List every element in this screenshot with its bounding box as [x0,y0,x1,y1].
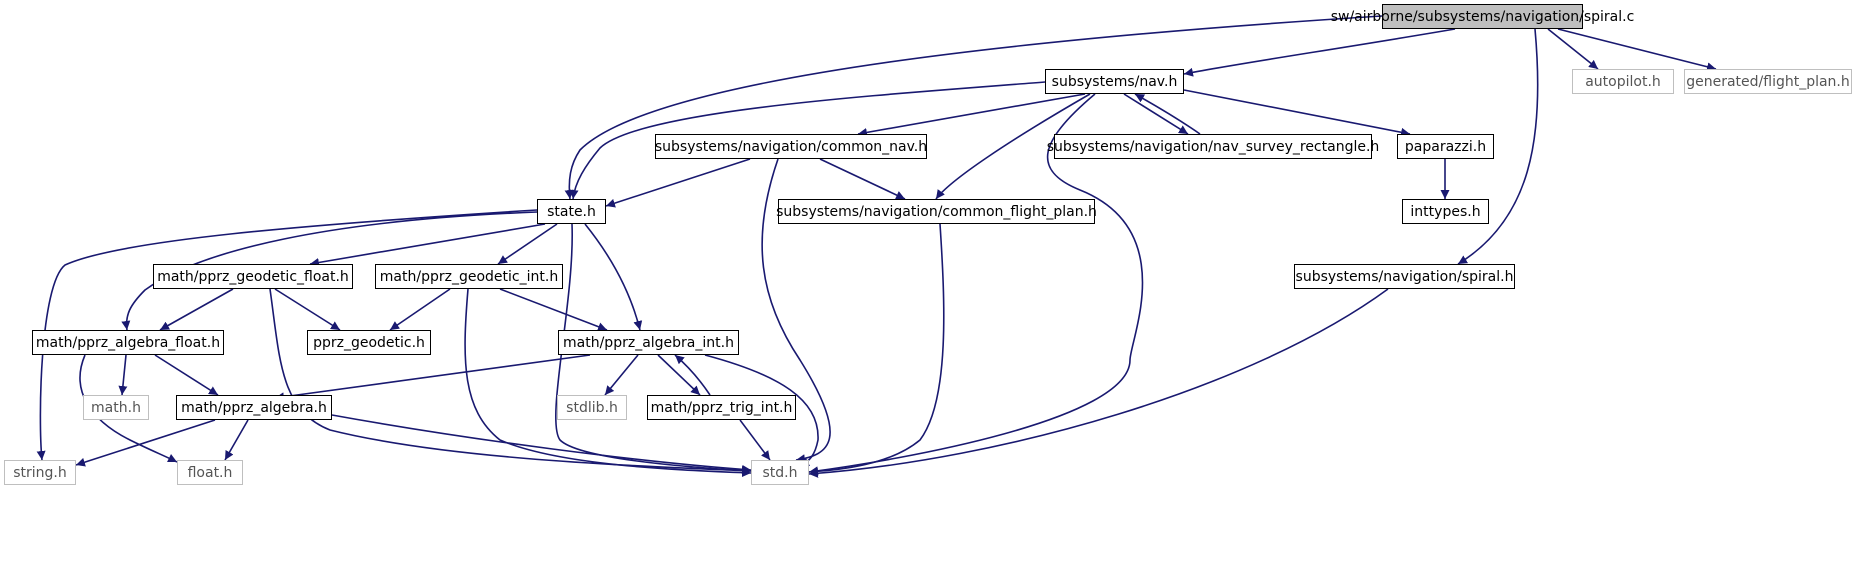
node-pprz-geodetic-h[interactable]: pprz_geodetic.h [307,330,431,355]
edge-alg-to-float [224,419,249,461]
edge-survey-to-nav [1134,93,1201,135]
edge-alg_int-to-alg [274,354,591,402]
edge-alg_int-to-stdlib [604,354,639,396]
node-common-nav-h[interactable]: subsystems/navigation/common_nav.h [655,134,927,159]
edge-state-to-string [36,209,538,461]
edge-cfp-to-std [808,223,945,476]
edge-alg_float-to-alg [154,354,219,396]
node-pprz-algebra-float-h[interactable]: math/pprz_algebra_float.h [32,330,224,355]
edge-nav-to-common_nav [857,93,1086,137]
edge-root-to-nav [1183,28,1456,77]
edge-common_nav-to-cfp [819,158,906,200]
edge-root-to-state [564,15,1383,200]
node-state-h[interactable]: state.h [537,199,606,224]
node-float-h: float.h [177,460,243,485]
edge-nav-to-survey [1123,93,1189,135]
edge-trig-to-std [739,419,771,461]
edge-nav-to-paparazzi [1183,89,1411,137]
edge-nav-to-cfp [935,93,1091,200]
edge-trig-to-alg_int [674,354,711,396]
edge-common_nav-to-state [605,158,751,208]
node-std-h: std.h [751,460,809,485]
edge-geo_int-to-alg_int [499,288,608,331]
edge-alg-to-string [75,419,216,467]
edge-geo_float-to-alg_float [159,288,234,331]
edge-geo_int-to-geodetic [389,288,451,331]
edge-geo_float-to-geodetic [274,288,341,331]
edge-alg_float-to-float [79,354,178,463]
edge-root-to-spiral_h [1457,28,1539,265]
edge-nav-to-std [808,93,1144,476]
node-pprz-trig-int-h[interactable]: math/pprz_trig_int.h [647,395,796,420]
node-pprz-algebra-h[interactable]: math/pprz_algebra.h [176,395,332,420]
node-nav-survey-rectangle-h[interactable]: subsystems/navigation/nav_survey_rectang… [1047,134,1379,159]
edge-alg-to-std [331,414,752,474]
node-spiral-c: sw/airborne/subsystems/navigation/spiral… [1331,4,1634,29]
edge-alg_float-to-math [118,354,128,396]
node-paparazzi-h[interactable]: paparazzi.h [1397,134,1494,159]
node-spiral-h[interactable]: subsystems/navigation/spiral.h [1294,264,1515,289]
node-autopilot-h: autopilot.h [1572,69,1674,94]
edge-root-to-autopilot [1547,28,1599,70]
edge-common_nav-to-std [761,158,831,464]
node-generated-flight-plan-h: generated/flight_plan.h [1684,69,1852,94]
edge-state-to-geo_int [497,223,558,265]
node-pprz-geodetic-float-h[interactable]: math/pprz_geodetic_float.h [153,264,353,289]
edge-state-to-alg_float [121,211,538,331]
node-common-flight-plan-h[interactable]: subsystems/navigation/common_flight_plan… [776,199,1097,224]
edge-geo_float-to-std [269,288,752,476]
node-pprz-algebra-int-h[interactable]: math/pprz_algebra_int.h [558,330,739,355]
edge-state-to-alg_int [584,223,643,331]
node-string-h: string.h [4,460,76,485]
node-math-h: math.h [83,395,149,420]
edge-root-to-flight_plan [1557,28,1717,72]
edge-spiral_h-to-std [808,288,1389,478]
node-nav-h[interactable]: subsystems/nav.h [1045,69,1184,94]
node-pprz-geodetic-int-h[interactable]: math/pprz_geodetic_int.h [375,264,563,289]
edge-alg_int-to-trig [657,354,701,396]
edge-state-to-geo_float [309,223,546,267]
node-inttypes-h[interactable]: inttypes.h [1402,199,1489,224]
edge-geo_int-to-std [464,288,752,478]
edge-state-to-std [554,223,752,475]
edge-nav-to-state [569,81,1046,200]
node-stdlib-h: stdlib.h [557,395,627,420]
edge-alg_int-to-std [704,354,819,467]
